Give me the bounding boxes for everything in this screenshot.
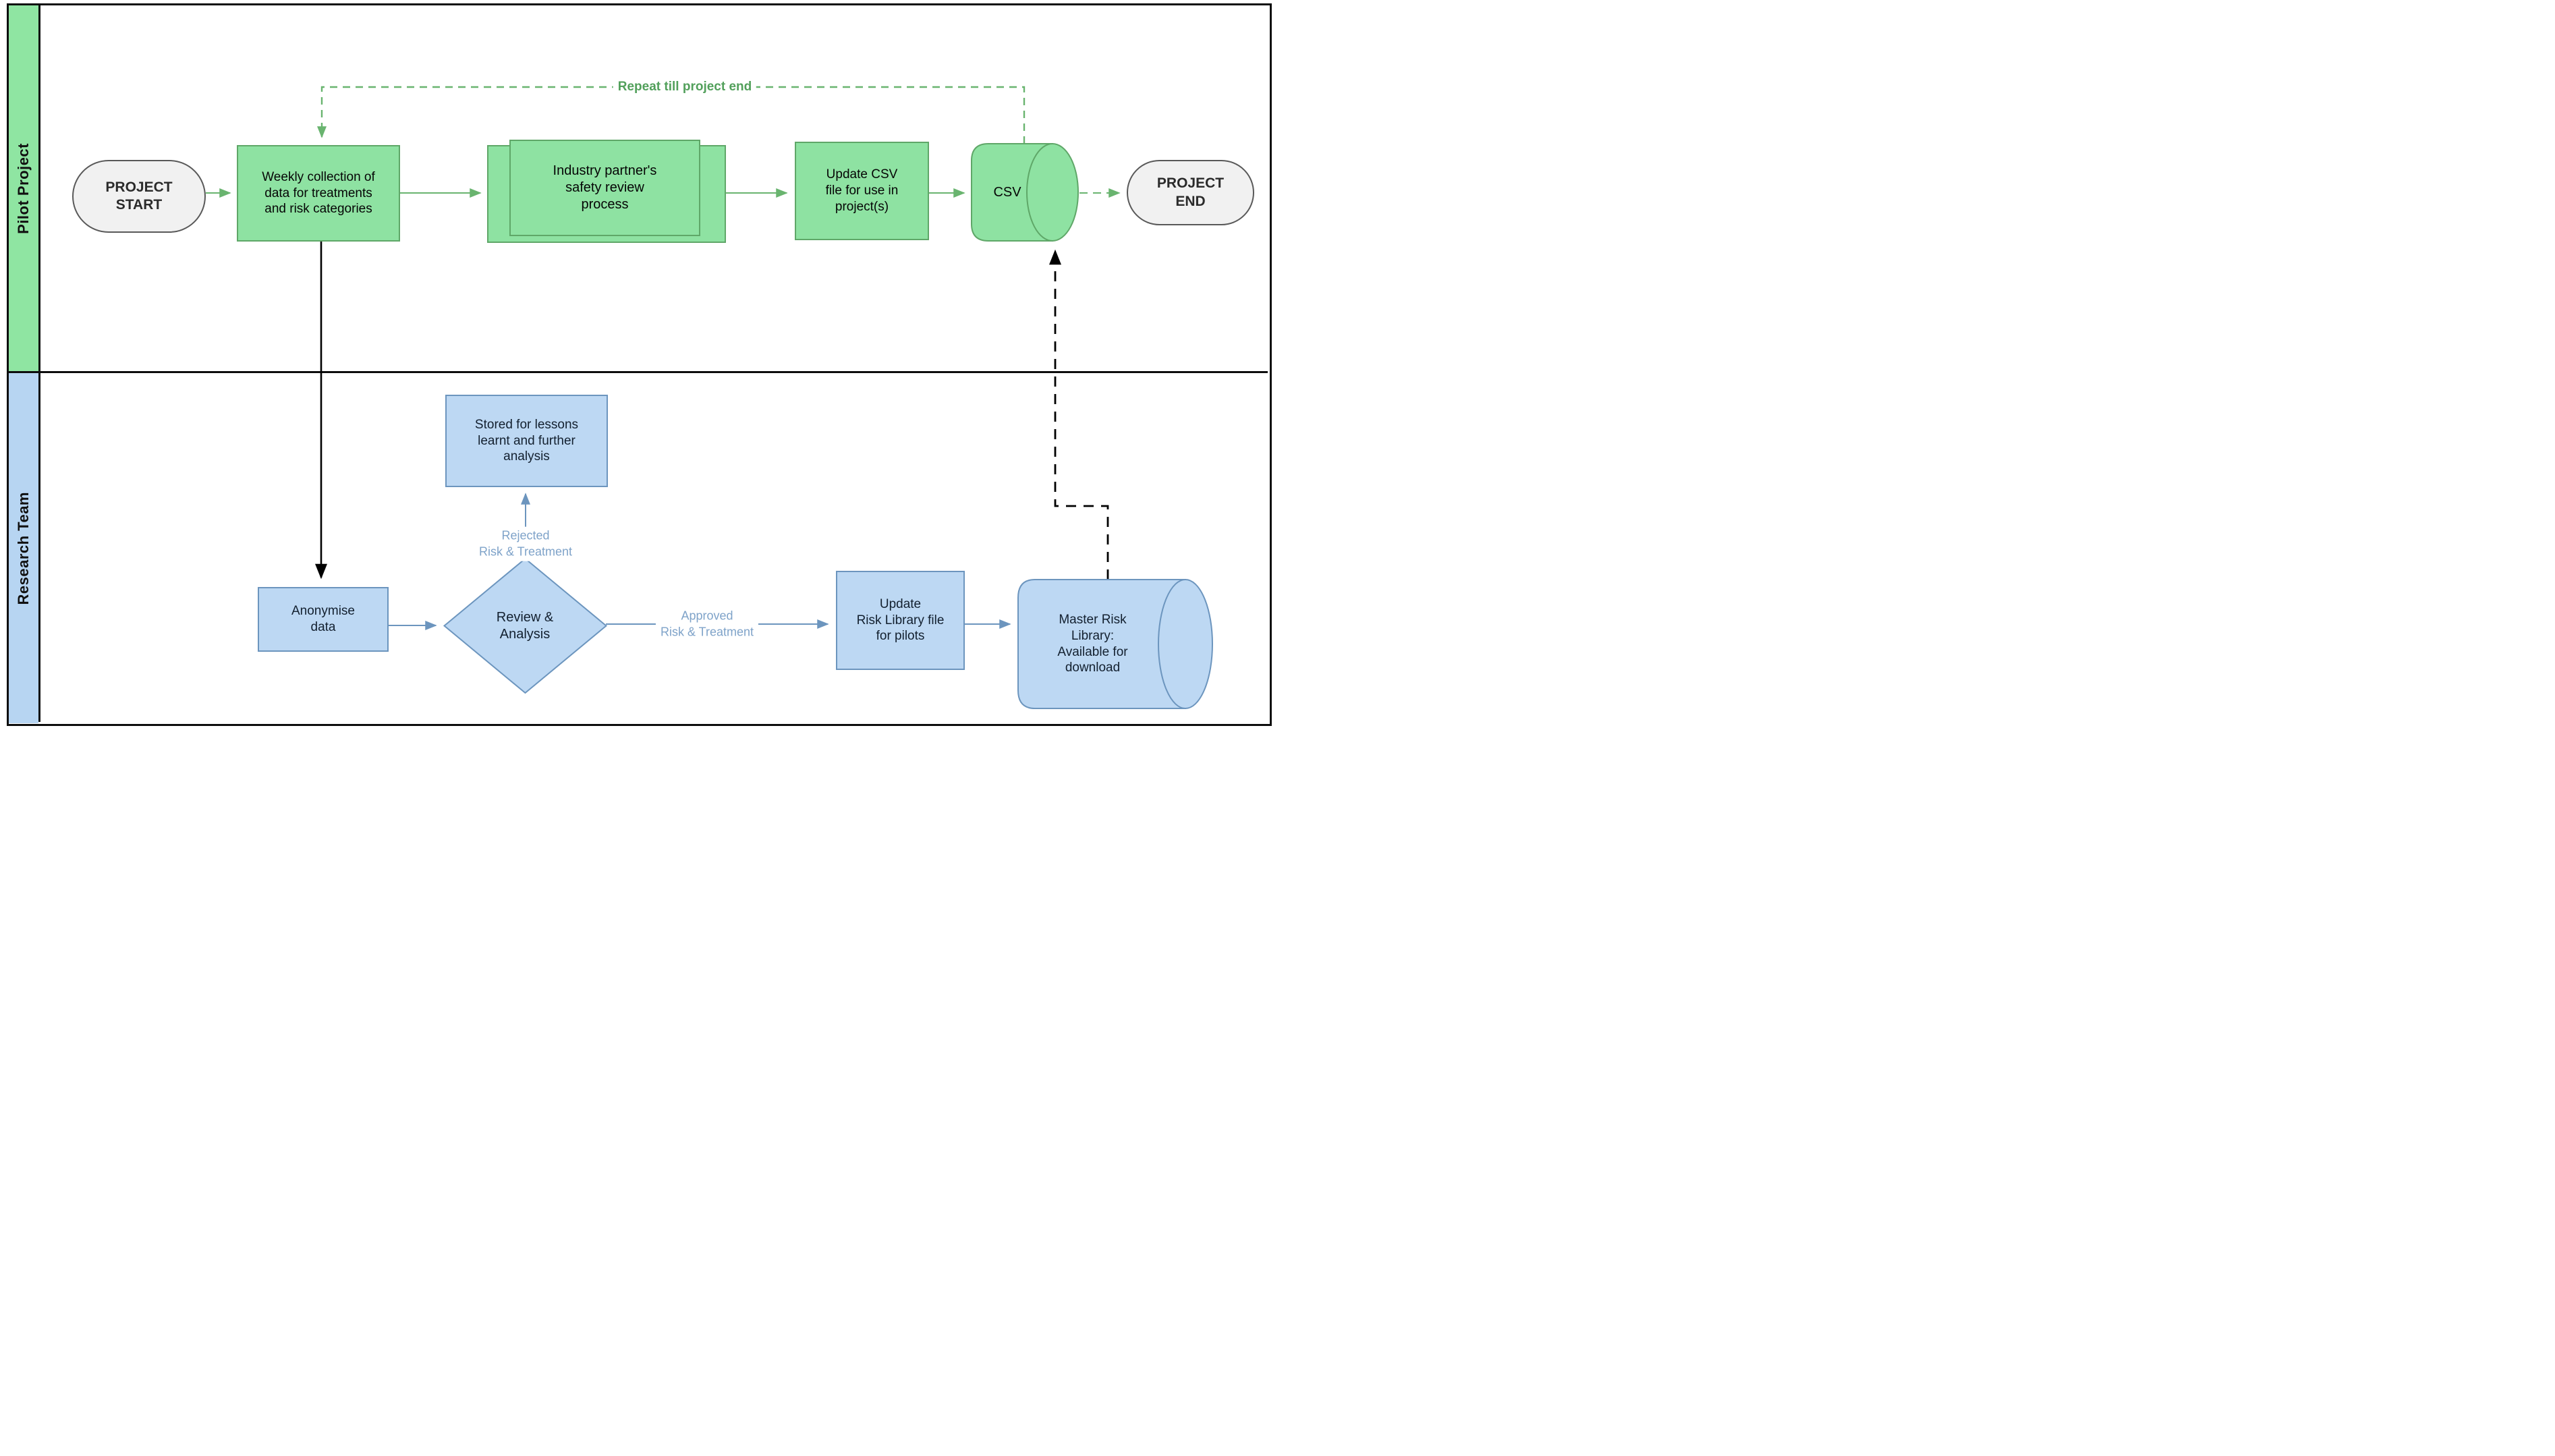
edge-label-repeat: Repeat till project end <box>613 78 757 96</box>
edge-label-rejected: Rejected Risk & Treatment <box>474 526 578 561</box>
node-project-start: PROJECT START <box>72 160 206 233</box>
node-anonymise-data: Anonymise data <box>258 587 389 652</box>
node-project-end: PROJECT END <box>1127 160 1254 225</box>
node-update-csv: Update CSV file for use in project(s) <box>795 142 929 240</box>
lane-divider-vertical <box>38 3 40 722</box>
node-review-analysis-label: Review & Analysis <box>496 610 554 642</box>
node-industry-review: Industry partner's safety review process <box>509 140 700 236</box>
node-csv-store-label: CSV <box>993 184 1021 200</box>
lane-label-pilot-project: Pilot Project <box>15 142 32 234</box>
flowchart-canvas: Pilot Project Research Team <box>0 0 1278 728</box>
node-weekly-collection: Weekly collection of data for treatments… <box>237 145 400 242</box>
node-master-risk-library-label: Master Risk Library: Available for downl… <box>1057 613 1128 675</box>
lane-divider-horizontal <box>7 371 1268 373</box>
node-update-risk-library: Update Risk Library file for pilots <box>836 571 965 670</box>
node-stored-lessons: Stored for lessons learnt and further an… <box>445 395 608 487</box>
edge-label-approved: Approved Risk & Treatment <box>655 607 759 642</box>
lane-label-research-team: Research Team <box>15 491 32 605</box>
lane-header-pilot-project: Pilot Project <box>9 5 38 371</box>
lane-header-research-team: Research Team <box>9 373 38 723</box>
